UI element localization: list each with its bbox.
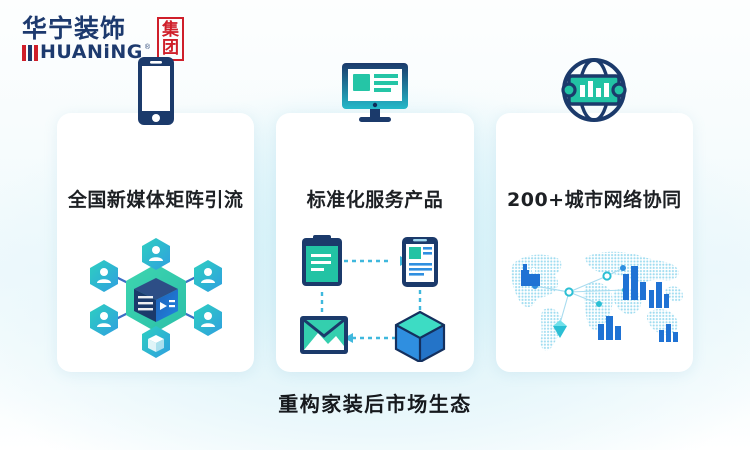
logo-text-block: 华宁装饰 HUANiNG ® [22, 14, 151, 63]
four-step-flow-diagram [276, 224, 473, 372]
dotted-world-map [496, 224, 693, 372]
card-title: 标准化服务产品 [306, 189, 444, 211]
logo-chinese-name: 华宁装饰 [22, 14, 127, 43]
hexagon-network-diagram [57, 224, 254, 372]
desktop-monitor-icon [330, 55, 420, 127]
logo-badge-char-2: 团 [162, 38, 180, 58]
logo-bars-icon [22, 45, 38, 61]
card-title: 200+城市网络协同 [507, 189, 682, 211]
page-caption: 重构家装后市场生态 [278, 392, 472, 416]
logo-badge-char-1: 集 [162, 20, 180, 40]
globe-analytics-icon [549, 55, 639, 127]
logo-english-row: HUANiNG ® [22, 41, 151, 63]
feature-card-1[interactable]: 全国新媒体矩阵引流 [57, 57, 255, 372]
company-logo: 华宁装饰 HUANiNG ® 集 团 [22, 14, 185, 63]
registered-trademark-icon: ® [144, 44, 151, 51]
logo-english-name: HUANiNG [40, 41, 143, 63]
feature-cards-row: 全国新媒体矩阵引流 [57, 57, 693, 372]
card-title: 全国新媒体矩阵引流 [67, 189, 244, 211]
feature-card-3[interactable]: 200+城市网络协同 [495, 58, 693, 372]
smartphone-icon [111, 55, 201, 127]
feature-card-2[interactable]: 标准化服务产品 [276, 63, 474, 372]
